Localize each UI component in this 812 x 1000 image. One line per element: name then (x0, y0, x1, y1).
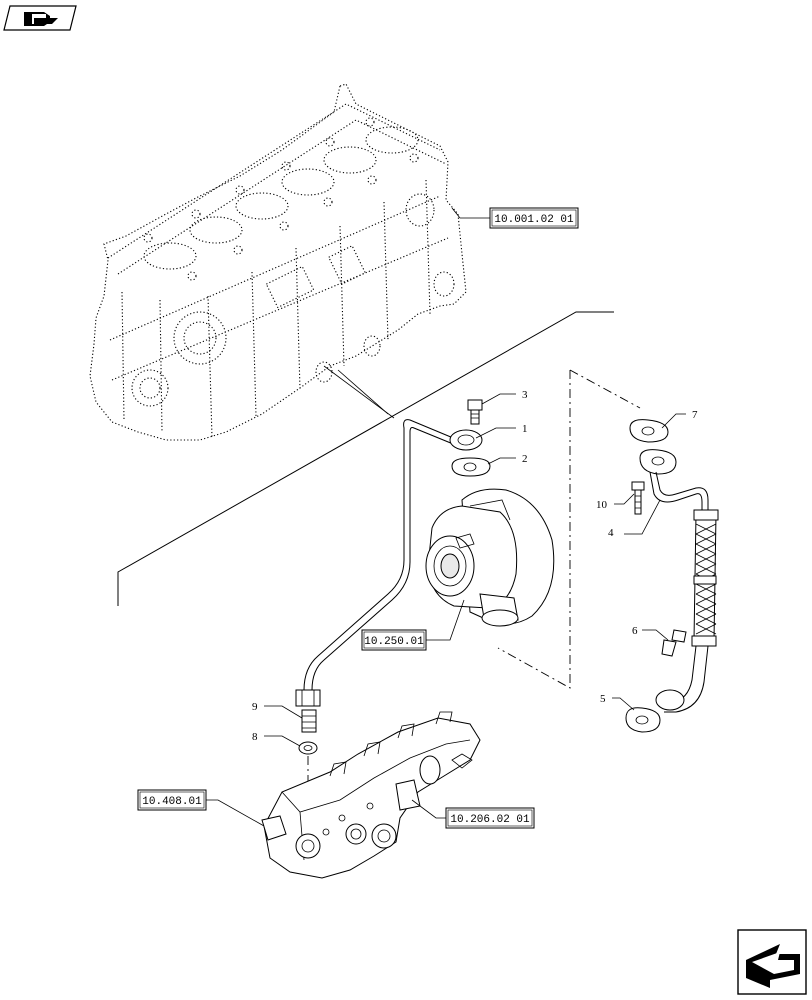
callout-7: 7 (661, 409, 698, 429)
block-leader-line-2 (337, 369, 389, 415)
svg-text:4: 4 (608, 527, 614, 539)
svg-text:2: 2 (522, 453, 528, 465)
callout-10: 10 (596, 493, 635, 511)
svg-text:10: 10 (596, 499, 608, 511)
manifold-drawing (261, 711, 481, 879)
callout-9: 9 (252, 701, 303, 719)
svg-text:1: 1 (522, 423, 528, 435)
oil-return-line (625, 419, 719, 733)
engine-block-reference[interactable]: 10.001.02 01 (451, 207, 579, 229)
previous-page-icon[interactable] (3, 5, 77, 31)
part-9-union (301, 709, 317, 733)
assembly-bracket-top (569, 369, 641, 409)
callout-5: 5 (600, 693, 635, 711)
part-10-bolt (631, 481, 645, 515)
svg-text:7: 7 (692, 409, 698, 421)
exhaust-manifold-reference[interactable]: 10.206.02 01 (411, 799, 535, 829)
part-3-bolt (467, 399, 483, 425)
next-page-icon[interactable] (737, 929, 807, 995)
part-6-bolt (661, 629, 687, 657)
oil-filter-reference[interactable]: 10.408.01 (137, 789, 265, 827)
callout-2: 2 (487, 453, 528, 465)
exhaust-manifold-reference-label: 10.206.02 01 (450, 814, 530, 826)
turbocharger-reference-label: 10.250.01 (364, 636, 424, 648)
svg-text:3: 3 (522, 389, 528, 401)
turbocharger-reference[interactable]: 10.250.01 (361, 599, 465, 651)
svg-text:9: 9 (252, 701, 258, 713)
engine-block-drawing (89, 83, 467, 441)
svg-text:6: 6 (632, 625, 638, 637)
callout-8: 8 (252, 731, 301, 747)
turbocharger-drawing (425, 488, 555, 627)
svg-text:8: 8 (252, 731, 258, 743)
part-8-washer (298, 741, 318, 755)
assembly-bracket (497, 370, 571, 689)
part-7-gasket (629, 419, 669, 443)
oil-filter-reference-label: 10.408.01 (142, 796, 202, 808)
svg-text:5: 5 (600, 693, 606, 705)
oil-feed-pipe (295, 419, 483, 707)
callout-6: 6 (632, 625, 669, 641)
engine-block-reference-label: 10.001.02 01 (494, 214, 574, 226)
callout-3: 3 (481, 389, 528, 405)
part-2-gasket (451, 457, 491, 477)
callout-4: 4 (608, 499, 661, 539)
separator-line (117, 311, 614, 606)
callout-1: 1 (475, 423, 528, 439)
